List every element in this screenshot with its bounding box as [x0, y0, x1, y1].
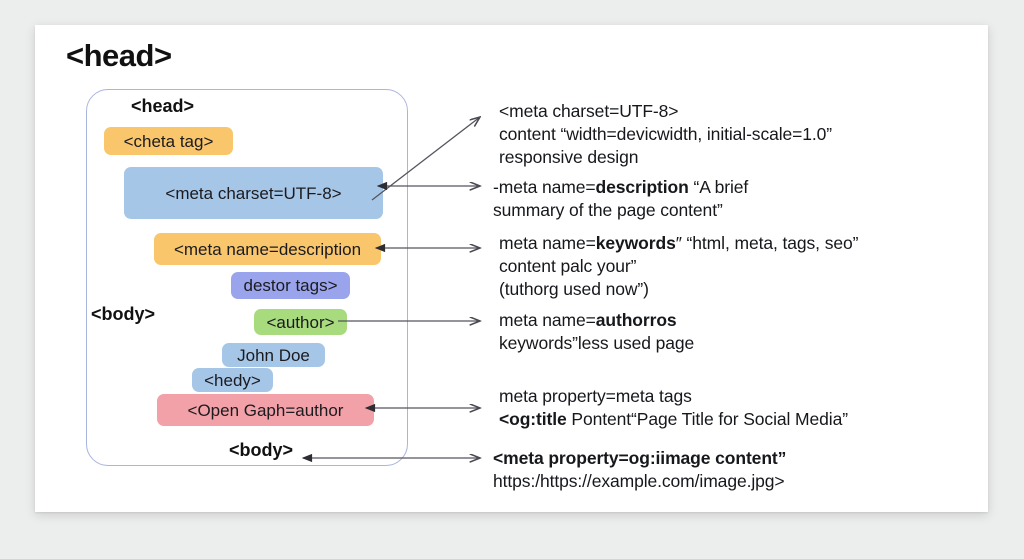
html-structure-container [86, 89, 408, 466]
diagram-node: John Doe [222, 343, 325, 367]
diagram-node: <cheta tag> [104, 127, 233, 155]
content-card [35, 25, 988, 512]
page-title: <head> [66, 38, 172, 73]
annotation-line: content “width=devicwidth, initial-scale… [499, 123, 833, 144]
annotation-ogimage: <meta property=og:iimage content”https:/… [493, 447, 786, 493]
diagram-node: <Open Gaph=author [157, 394, 374, 426]
diagram-node: <author> [254, 309, 347, 335]
annotation-line: meta name=keywords″ “html, meta, tags, s… [499, 233, 859, 253]
annotation-line: summary of the page content” [493, 199, 723, 220]
annotation-line: <og:title Pontent“Page Title for Social … [499, 408, 848, 429]
annotation-keywords: meta name=keywords″ “html, meta, tags, s… [499, 232, 858, 300]
annotation-ogtitle: meta property=meta tags <og:title Ponten… [499, 385, 848, 431]
annotation-line: (tuthorg used now”) [499, 278, 649, 299]
node-label-body-bottom: <body> [229, 440, 294, 460]
annotation-line: keywords”less used page [499, 332, 695, 353]
annotation-line: <meta charset=UTF-8> [499, 101, 679, 121]
annotation-line: meta property=meta tags [499, 386, 692, 406]
annotation-line: -meta name=description “A brief [493, 177, 749, 197]
diagram-node: <meta charset=UTF-8> [124, 167, 383, 219]
diagram-node: <meta name=description [154, 233, 381, 265]
node-label-body-left: <body> [91, 304, 156, 324]
annotation-charset: <meta charset=UTF-8>content “width=devic… [499, 100, 832, 168]
annotation-line: <meta property=og:iimage content” [493, 448, 787, 468]
annotation-line: content palc your” [499, 255, 637, 276]
diagram-node: destor tags> [231, 272, 350, 299]
annotation-line: meta name=authorros [499, 310, 677, 330]
diagram-node: <hedy> [192, 368, 273, 392]
annotation-line: responsive design [499, 146, 639, 167]
node-label-head: <head> [131, 96, 195, 116]
annotation-line: https:/https://example.com/image.jpg> [493, 470, 785, 491]
